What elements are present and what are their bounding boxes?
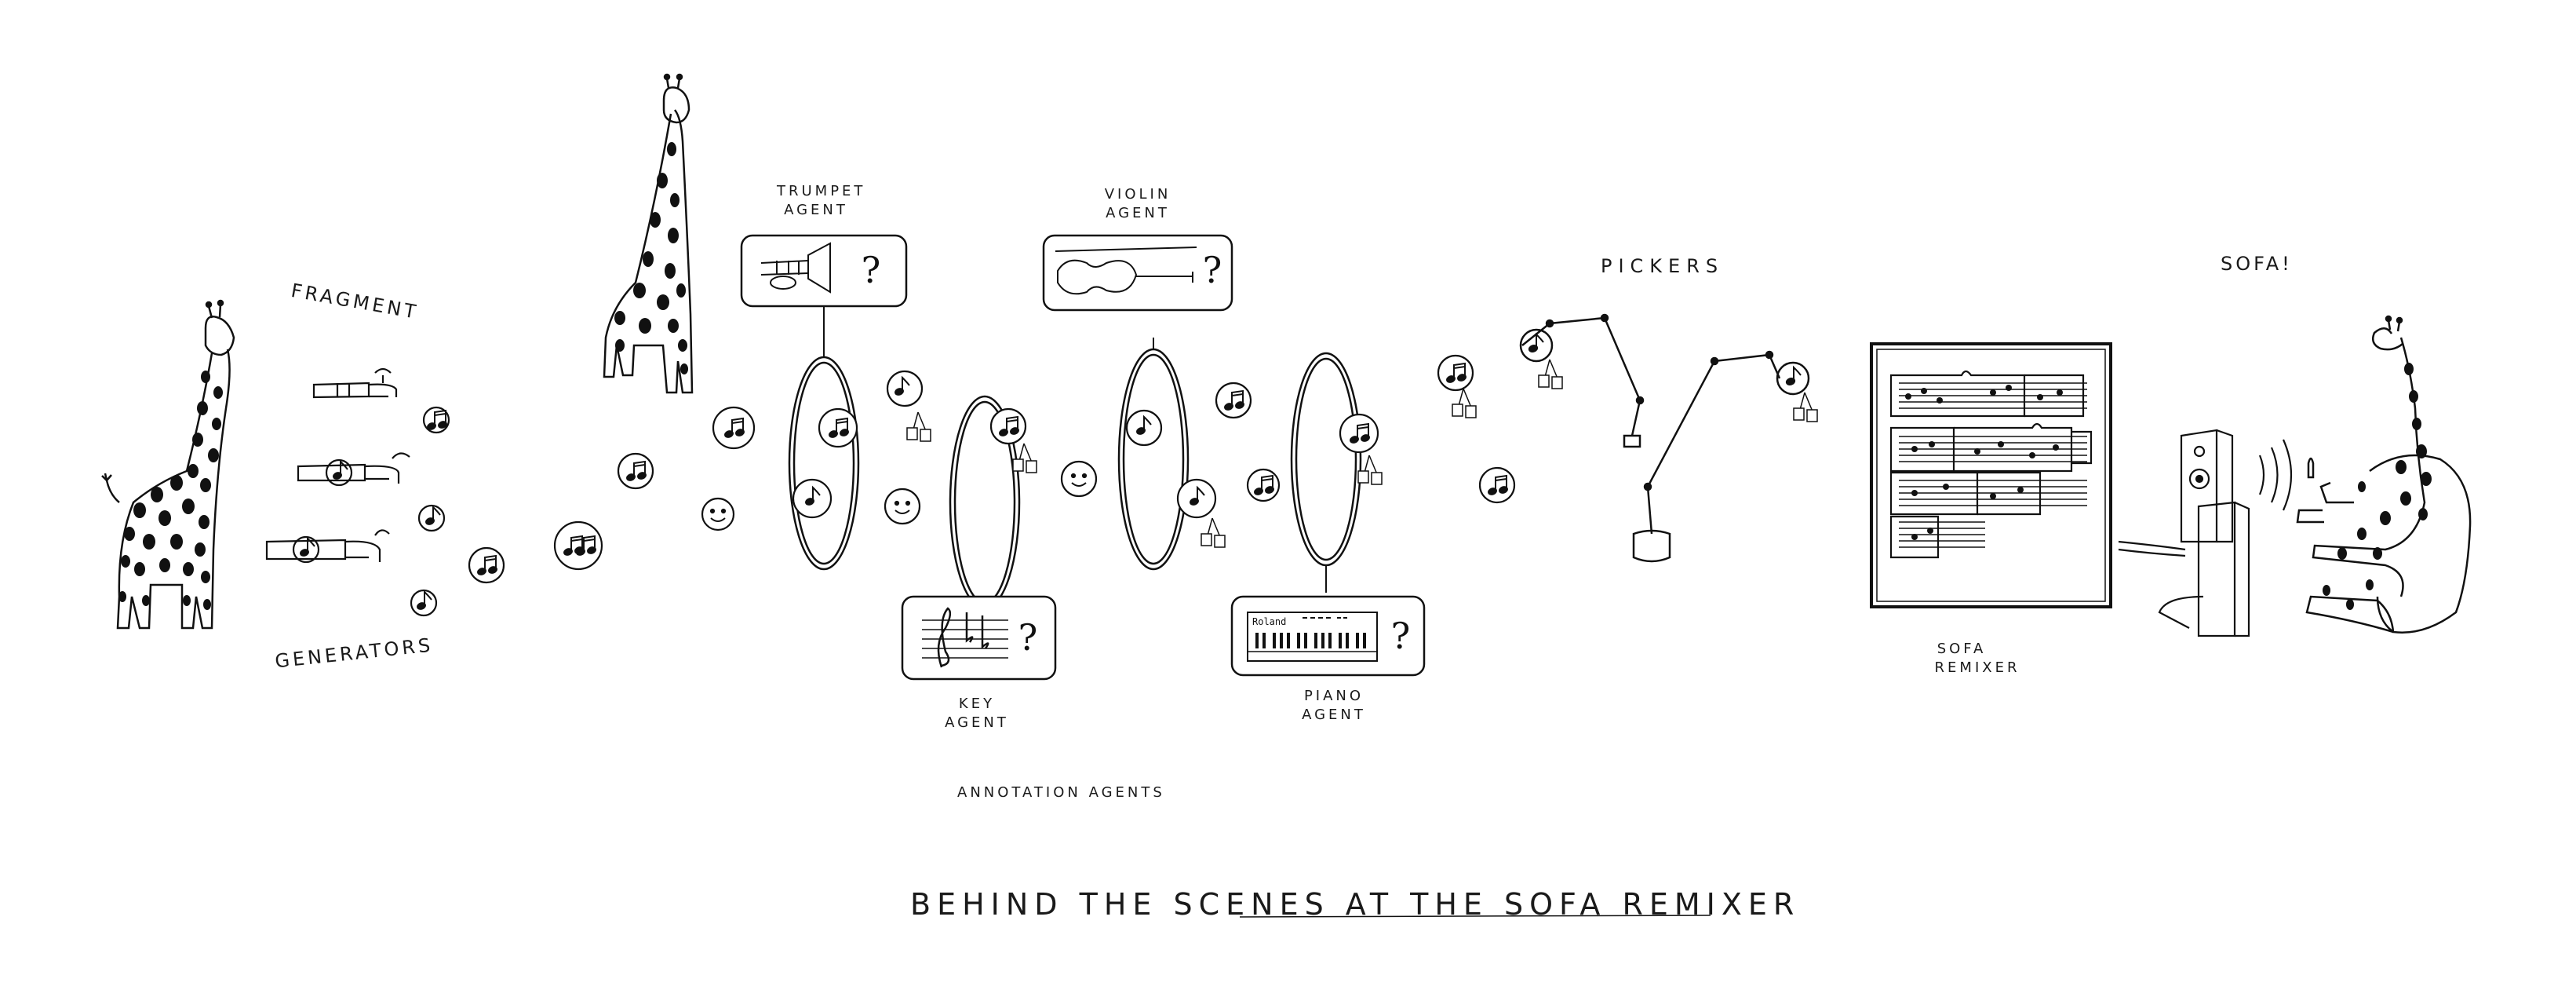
agent-rings (789, 306, 1361, 608)
fragment-bubbles-mid (793, 356, 1514, 524)
label-key-agent: AGENT (945, 714, 1009, 731)
violin-agent-question: ? (1203, 249, 1222, 291)
fragment-generators (267, 369, 449, 615)
label-piano-agent: AGENT (1302, 707, 1366, 723)
label-sofa-exclaim: SOFA! (2221, 253, 2293, 275)
label-annotation-agents: ANNOTATION AGENTS (957, 784, 1165, 801)
fragment-bubbles-left (469, 407, 754, 582)
label-trumpet: TRUMPET (777, 183, 866, 199)
pickers (1521, 315, 1819, 561)
title-underline (1240, 915, 1711, 917)
page-title: BEHIND THE SCENES AT THE SOFA REMIXER (910, 887, 1801, 922)
annotation-tags (906, 388, 1477, 548)
trumpet-agent-card: ? (741, 236, 906, 306)
label-piano: PIANO (1303, 688, 1365, 704)
label-trumpet-agent: AGENT (784, 202, 848, 218)
key-agent-question: ? (1018, 616, 1038, 659)
key-agent-card: ? (902, 597, 1055, 679)
giraffe-left (102, 301, 234, 628)
trumpet-agent-question: ? (862, 249, 881, 291)
label-pickers: PICKERS (1601, 255, 1725, 277)
label-key: KEY (958, 696, 996, 712)
label-violin: VIOLIN (1104, 186, 1171, 203)
label-remixer: REMIXER (1934, 659, 2020, 676)
piano-agent-question: ? (1391, 615, 1411, 657)
sofa-remixer-board (1871, 344, 2111, 607)
violin-agent-card: ? (1044, 236, 1232, 310)
giraffe-tall (604, 75, 692, 393)
keyboard-brand: Roland (1252, 616, 1286, 627)
label-sofa: SOFA (1937, 641, 1987, 657)
label-violin-agent: AGENT (1106, 205, 1170, 221)
piano-agent-card: Roland ? (1232, 597, 1424, 675)
giraffe-on-sofa (2297, 316, 2470, 633)
speaker-system (2119, 430, 2291, 636)
